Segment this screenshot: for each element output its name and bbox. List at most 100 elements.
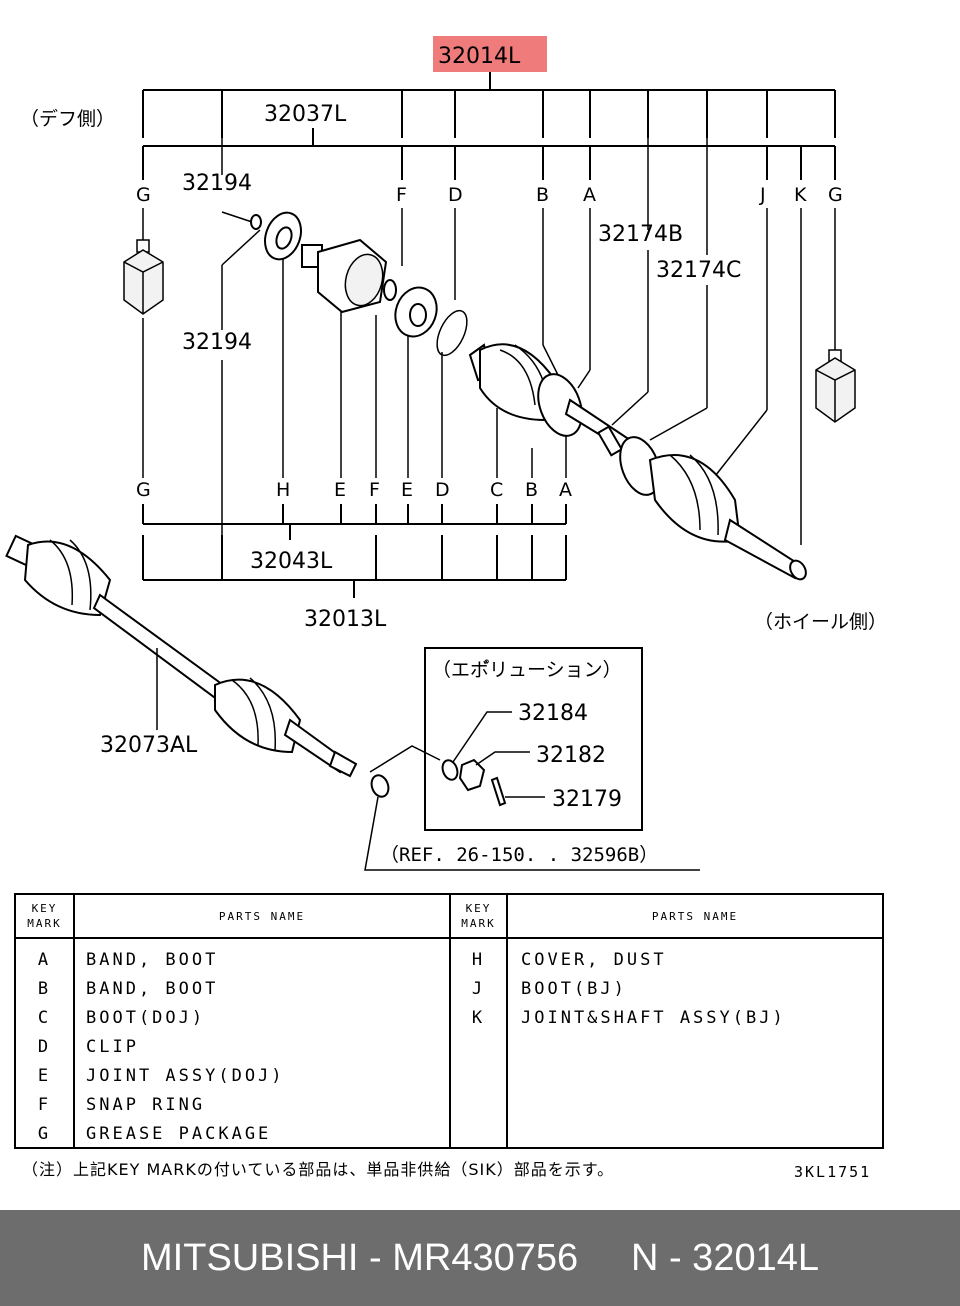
evolution-nut	[458, 758, 486, 792]
table-mark: A	[37, 949, 52, 970]
footnote: （注）上記KEY MARKの付いている部品は、単品非供給（SIK）部品を示す。	[22, 1160, 615, 1179]
mark-e-bottom-left: E	[334, 479, 346, 501]
evolution-washer	[441, 759, 459, 781]
header-key-text: KEY	[31, 902, 58, 915]
dust-cover	[264, 211, 302, 261]
diff-side-label: （デフ側）	[20, 108, 115, 130]
leader-J	[711, 409, 768, 481]
bottom-bracket-32013L	[142, 535, 567, 598]
table-part-name: BAND, BOOT	[86, 978, 219, 999]
highlight-box	[433, 36, 547, 72]
sub-bracket	[142, 128, 836, 180]
footer-brand: MITSUBISHI	[141, 1236, 359, 1279]
part-32174B-label[interactable]: 32174B	[598, 222, 683, 247]
header-parts-name-left: PARTS NAME	[75, 895, 449, 937]
mark-f-top: F	[396, 184, 407, 206]
table-mark: D	[37, 1036, 52, 1057]
parts-table: KEY MARK PARTS NAME KEY MARK PARTS NAME …	[14, 893, 884, 1149]
table-part-name: BAND, BOOT	[86, 949, 219, 970]
evolution-connector	[369, 745, 441, 773]
table-part-name: GREASE PACKAGE	[86, 1123, 272, 1144]
bottom-bracket-32043L	[142, 504, 567, 540]
top-bracket	[142, 72, 836, 138]
complete-shaft-assembly	[5, 534, 358, 778]
table-part-name: SNAP RING	[86, 1094, 206, 1115]
table-part-name: CLIP	[86, 1036, 139, 1057]
table-divider	[73, 895, 75, 1147]
table-mark: F	[37, 1094, 52, 1115]
evolution-box	[424, 647, 643, 831]
part-32184-label[interactable]: 32184	[518, 701, 588, 726]
leader-32174C	[649, 407, 708, 441]
part-32013L-label[interactable]: 32013L	[304, 607, 387, 632]
mark-c-bottom: C	[490, 479, 503, 501]
mark-d-bottom: D	[435, 479, 450, 501]
ref-note: （REF. 26-150. . 32596B）	[380, 844, 658, 866]
table-part-name: BOOT(DOJ)	[86, 1007, 206, 1028]
part-32182-label[interactable]: 32182	[536, 743, 606, 768]
mark-j-top: J	[759, 184, 766, 206]
part-32179-label[interactable]: 32179	[552, 787, 622, 812]
header-key-mark-left: KEY MARK	[16, 895, 73, 937]
part-32014L-label[interactable]: 32014L	[438, 44, 521, 69]
mark-b-top: B	[536, 184, 549, 206]
header-key-text: KEY	[465, 902, 492, 915]
table-mark: C	[37, 1007, 52, 1028]
header-mark-text: MARK	[461, 917, 496, 930]
table-mark: B	[37, 978, 52, 999]
leader-B	[542, 344, 559, 376]
catalog-code: 3KL1751	[794, 1163, 872, 1181]
mark-d-top: D	[448, 184, 463, 206]
joint-housing	[301, 238, 388, 314]
shaft-washer	[370, 774, 390, 798]
grease-package-right	[815, 349, 856, 423]
table-mark: H	[471, 949, 486, 970]
footer-part-number: MR430756	[392, 1236, 579, 1279]
mark-a-bottom: A	[559, 479, 572, 501]
mark-a-top: A	[583, 184, 596, 206]
part-32194-bottom-label[interactable]: 32194	[182, 330, 252, 355]
mark-e-bottom-right: E	[401, 479, 413, 501]
ref-leader	[364, 796, 700, 871]
leader-32184	[452, 711, 512, 763]
table-part-name: JOINT&SHAFT ASSY(BJ)	[521, 1007, 786, 1028]
wheel-side-label: （ホイール側）	[754, 611, 887, 633]
table-divider	[506, 895, 508, 1147]
exploded-parts-diagram: 32014L （デフ側） 32037L G F D B A J K G 3219…	[5, 36, 887, 871]
header-key-mark-right: KEY MARK	[451, 895, 506, 937]
snap-ring	[383, 279, 397, 301]
part-32043L-label[interactable]: 32043L	[250, 549, 333, 574]
mark-g-top-right: G	[828, 184, 843, 206]
leader-32194-ring	[221, 229, 261, 266]
leader-lines	[142, 90, 836, 580]
header-parts-name-text: PARTS NAME	[218, 909, 306, 923]
evolution-label: （エボ゚リューション）	[432, 659, 622, 681]
footer-ref: N - 32014L	[630, 1236, 819, 1279]
leader-32194-dot	[221, 211, 253, 223]
leader-32174B	[611, 391, 649, 426]
clip-ring	[436, 309, 468, 357]
part-32174C-label[interactable]: 32174C	[656, 258, 741, 283]
mark-b-bottom: B	[525, 479, 538, 501]
table-divider	[449, 895, 451, 1147]
table-mark: J	[471, 978, 486, 999]
mark-k-top: K	[794, 184, 807, 206]
inner-race	[394, 286, 438, 338]
footer-bar: MITSUBISHI - MR430756 N - 32014L	[0, 1210, 960, 1306]
table-mark: E	[37, 1065, 52, 1086]
part-32037L-label[interactable]: 32037L	[264, 102, 347, 127]
table-mark: G	[37, 1123, 52, 1144]
header-parts-name-right: PARTS NAME	[508, 895, 882, 937]
part-32194-top-label[interactable]: 32194	[182, 171, 252, 196]
mark-g-top-left: G	[136, 184, 151, 206]
part-32073AL-label[interactable]: 32073AL	[100, 733, 198, 758]
table-mark: K	[471, 1007, 486, 1028]
leader-A	[577, 369, 591, 389]
footer-separator: -	[358, 1236, 393, 1279]
header-mark-text: MARK	[27, 917, 62, 930]
table-part-name: JOINT ASSY(DOJ)	[86, 1065, 285, 1086]
mark-f-bottom: F	[369, 479, 380, 501]
table-part-name: COVER, DUST	[521, 949, 667, 970]
table-part-name: BOOT(BJ)	[521, 978, 627, 999]
small-washer	[250, 214, 262, 230]
